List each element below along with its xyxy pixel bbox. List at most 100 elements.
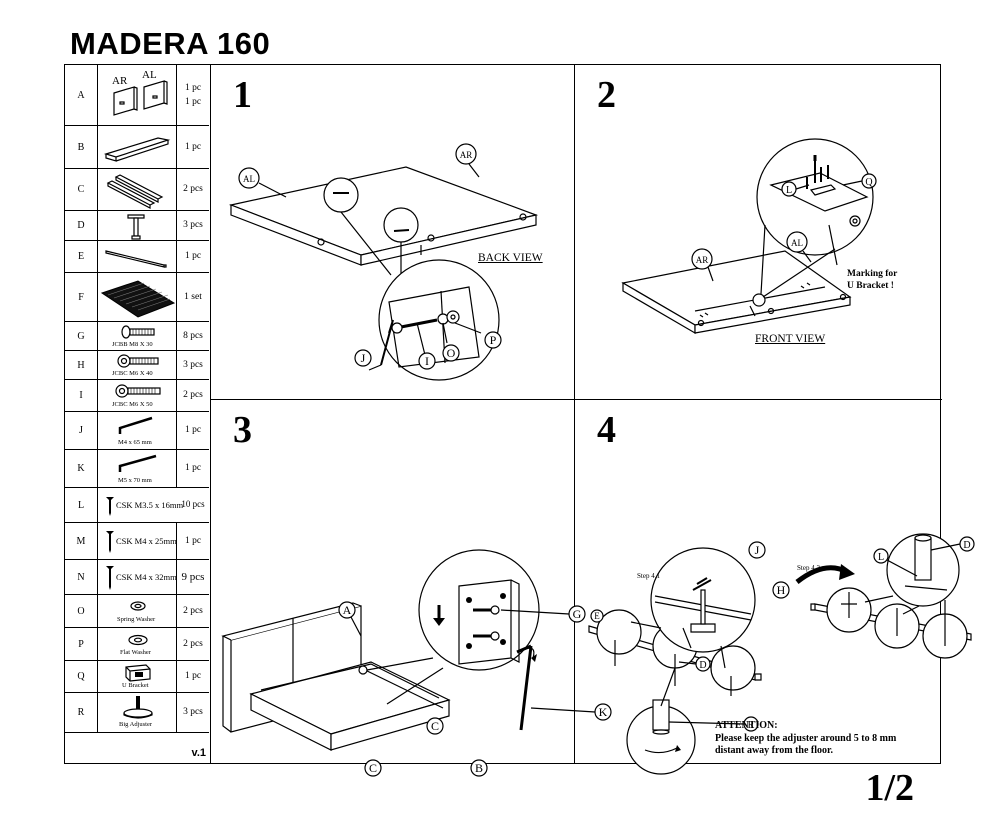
part-label: M4 x 65 mm (118, 439, 152, 446)
callout-l: L (786, 185, 792, 196)
step-1-panel: 1 BACK VIEW AL AR J I O P (211, 65, 575, 400)
part-letter: N (65, 560, 98, 594)
part-letter: R (65, 693, 98, 732)
callout-k: K (599, 705, 608, 719)
part-image-screw-n: CSK M4 x 32mm (98, 560, 177, 594)
part-qty: 3 pcs (183, 220, 203, 231)
part-qty: 1 pc (184, 671, 202, 682)
step-number: 2 (597, 74, 616, 116)
part-qty: 10 pcs (181, 499, 205, 510)
part-qty: 9 pcs (181, 570, 205, 583)
step-number: 1 (233, 74, 252, 116)
part-label: JCBB M8 X 30 (112, 341, 153, 348)
part-label: JCBC M6 X 50 (112, 401, 153, 408)
part-image-leg (98, 211, 177, 240)
part-row-g: G JCBB M8 X 30 8 pcs (65, 322, 209, 351)
part-row-j: J M4 x 65 mm 1 pc (65, 412, 209, 450)
step-3-panel: 3 A C C B G (211, 400, 612, 777)
part-label: Flat Washer (120, 649, 151, 656)
attention-note: ATTENTION: Please keep the adjuster arou… (715, 720, 897, 756)
part-row-o: O Spring Washer 2 pcs (65, 595, 209, 628)
view-label: BACK VIEW (478, 252, 543, 264)
marking-note: Marking for U Bracket ! (847, 269, 898, 292)
part-image-flat-washer: Flat Washer (98, 628, 177, 660)
callout-g: G (573, 607, 582, 621)
callout-c: C (369, 761, 377, 775)
bolt-icon (115, 384, 161, 398)
page-number: 1/2 (865, 767, 914, 809)
step-3-diagram: A C C B G K (221, 549, 612, 777)
spring-washer-icon (130, 601, 146, 611)
callout-j: J (755, 543, 760, 557)
part-image-screw-m: CSK M4 x 25mm (98, 523, 177, 559)
callout-ar: AR (696, 255, 709, 265)
part-image-big-adjuster: Big Adjuster (98, 693, 177, 732)
step-2-panel: 2 FRONT VIEW Marking for U Bracket ! AR … (575, 65, 942, 400)
u-bracket-icon (125, 664, 151, 682)
part-label: CSK M3.5 x 16mm (116, 500, 184, 510)
part-qty: 1 pc (184, 425, 202, 436)
part-letter: H (65, 351, 98, 379)
part-label: CSK M4 x 25mm (116, 536, 177, 546)
version-label: v.1 (191, 747, 206, 759)
part-image-u-bracket: U Bracket (98, 661, 177, 692)
part-image-allen-key-j: M4 x 65 mm (98, 412, 177, 449)
part-letter: Q (65, 661, 98, 692)
part-label: Big Adjuster (119, 721, 153, 728)
part-qty: 2 pcs (183, 390, 203, 401)
screw-icon (106, 497, 114, 516)
part-label: Spring Washer (117, 616, 156, 623)
part-qty: 8 pcs (183, 330, 203, 341)
step-number: 3 (233, 409, 252, 451)
step-4-panel: 4 Step 4.1 Step 4.2 ATTENTION: Please ke… (575, 400, 975, 775)
bolt-icon (117, 354, 159, 368)
part-letter: I (65, 380, 98, 411)
part-image-footboard (98, 126, 177, 168)
part-label: CSK M4 x 32mm (116, 572, 177, 582)
callout-al: AL (243, 174, 255, 184)
step-2-diagram: AR AL L Q (621, 138, 877, 335)
callout-e: E (594, 611, 600, 621)
side-rail-icon (106, 174, 164, 209)
part-qty: 3 pcs (183, 707, 203, 718)
part-letter: K (65, 450, 98, 487)
part-qty: 1 pc (184, 251, 202, 262)
callout-d: D (699, 660, 706, 671)
part-qty: 1 set (184, 291, 202, 302)
callout-o: O (447, 346, 456, 360)
part-row-p: P Flat Washer 2 pcs (65, 628, 209, 661)
callout-l: L (878, 552, 884, 563)
parts-list: A AR AL 1 pc 1 pc B (65, 65, 211, 763)
part-letter: O (65, 595, 98, 627)
part-qty: 2 pcs (183, 638, 203, 649)
part-qty: 3 pcs (183, 359, 203, 370)
part-row-b: B 1 pc (65, 126, 209, 169)
part-image-center-bar (98, 241, 177, 272)
part-label: U Bracket (122, 682, 149, 689)
part-row-d: D 3 pcs (65, 211, 209, 241)
part-label-ar: AR (112, 75, 128, 87)
part-image-headboard: AR AL (98, 65, 177, 125)
callout-i: I (425, 354, 429, 368)
part-letter: M (65, 523, 98, 559)
part-image-slats (98, 273, 177, 321)
part-qty: 1 pc (184, 141, 202, 152)
slats-icon (100, 280, 176, 318)
part-image-allen-key-k: M5 x 70 mm (98, 450, 177, 487)
part-qty: 2 pcs (183, 184, 203, 195)
callout-h: H (777, 583, 786, 597)
step-1-diagram: AL AR J I O P (228, 143, 539, 381)
part-label-al: AL (142, 69, 157, 81)
part-row-m: M CSK M4 x 25mm 1 pc (65, 523, 209, 560)
callout-b: B (475, 761, 483, 775)
part-row-n: N CSK M4 x 32mm 9 pcs (65, 560, 209, 595)
part-letter: P (65, 628, 98, 660)
part-image-screw-l: CSK M3.5 x 16mm (98, 488, 209, 522)
part-row-h: H JCBC M6 X 40 3 pcs (65, 351, 209, 380)
page-title: MADERA 160 (70, 26, 271, 61)
flat-washer-icon (128, 634, 148, 646)
part-row-a: A AR AL 1 pc 1 pc (65, 65, 209, 126)
part-qty: 1 pc 1 pc (184, 82, 202, 107)
adjuster-icon (123, 696, 153, 719)
part-letter: C (65, 169, 98, 210)
